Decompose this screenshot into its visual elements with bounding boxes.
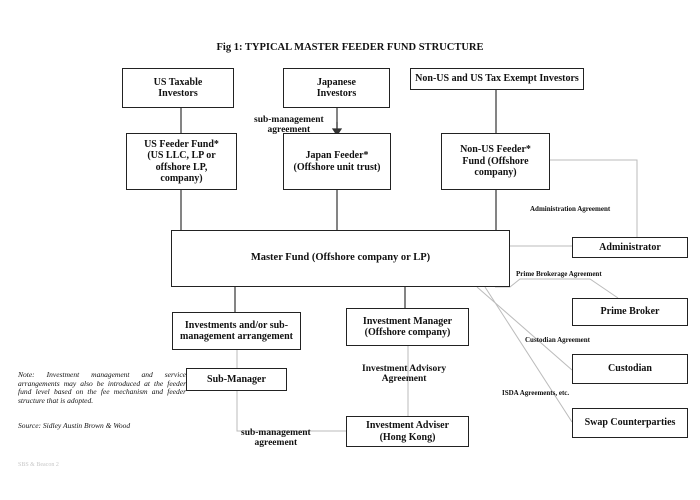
custodian-box: Custodian [572, 354, 688, 384]
custodian-agreement-label: Custodian Agreement [525, 336, 591, 344]
swap-counterparties-box: Swap Counterparties [572, 408, 688, 438]
investment-advisory-agreement-label: Investment Advisory Agreement [362, 364, 447, 385]
isda-agreements-label: ISDA Agreements, etc. [502, 389, 570, 397]
prime-brokerage-agreement-label: Prime Brokerage Agreement [516, 270, 602, 278]
investments-sub-management-box: Investments and/or sub- management arran… [172, 312, 301, 350]
footer-text: SBS & Beacon 2 [18, 462, 59, 468]
non-us-investors-box: Non-US and US Tax Exempt Investors [410, 68, 584, 90]
non-us-feeder-fund-box: Non-US Feeder* Fund (Offshore company) [441, 133, 550, 190]
source-text: Source: Sidley Austin Brown & Wood [18, 421, 131, 430]
us-taxable-investors-box: US Taxable Investors [122, 68, 234, 108]
sub-management-agreement-bottom-label: sub-management agreement [241, 428, 311, 449]
prime-broker-box: Prime Broker [572, 298, 688, 326]
administrator-box: Administrator [572, 237, 688, 258]
sub-manager-box: Sub-Manager [186, 368, 287, 391]
administration-agreement-label: Administration Agreement [530, 205, 611, 213]
us-feeder-fund-box: US Feeder Fund* (US LLC, LP or offshore … [126, 133, 237, 190]
japanese-investors-box: Japanese Investors [283, 68, 390, 108]
japan-feeder-box: Japan Feeder* (Offshore unit trust) [283, 133, 391, 190]
investment-adviser-box: Investment Adviser (Hong Kong) [346, 416, 469, 447]
sub-management-agreement-top-label: sub-management agreement [254, 115, 324, 136]
investment-manager-box: Investment Manager (Offshore company) [346, 308, 469, 346]
figure-title: Fig 1: TYPICAL MASTER FEEDER FUND STRUCT… [216, 42, 484, 53]
note-text: Note: Investment management and service … [18, 370, 186, 405]
master-fund-box: Master Fund (Offshore company or LP) [171, 230, 510, 287]
